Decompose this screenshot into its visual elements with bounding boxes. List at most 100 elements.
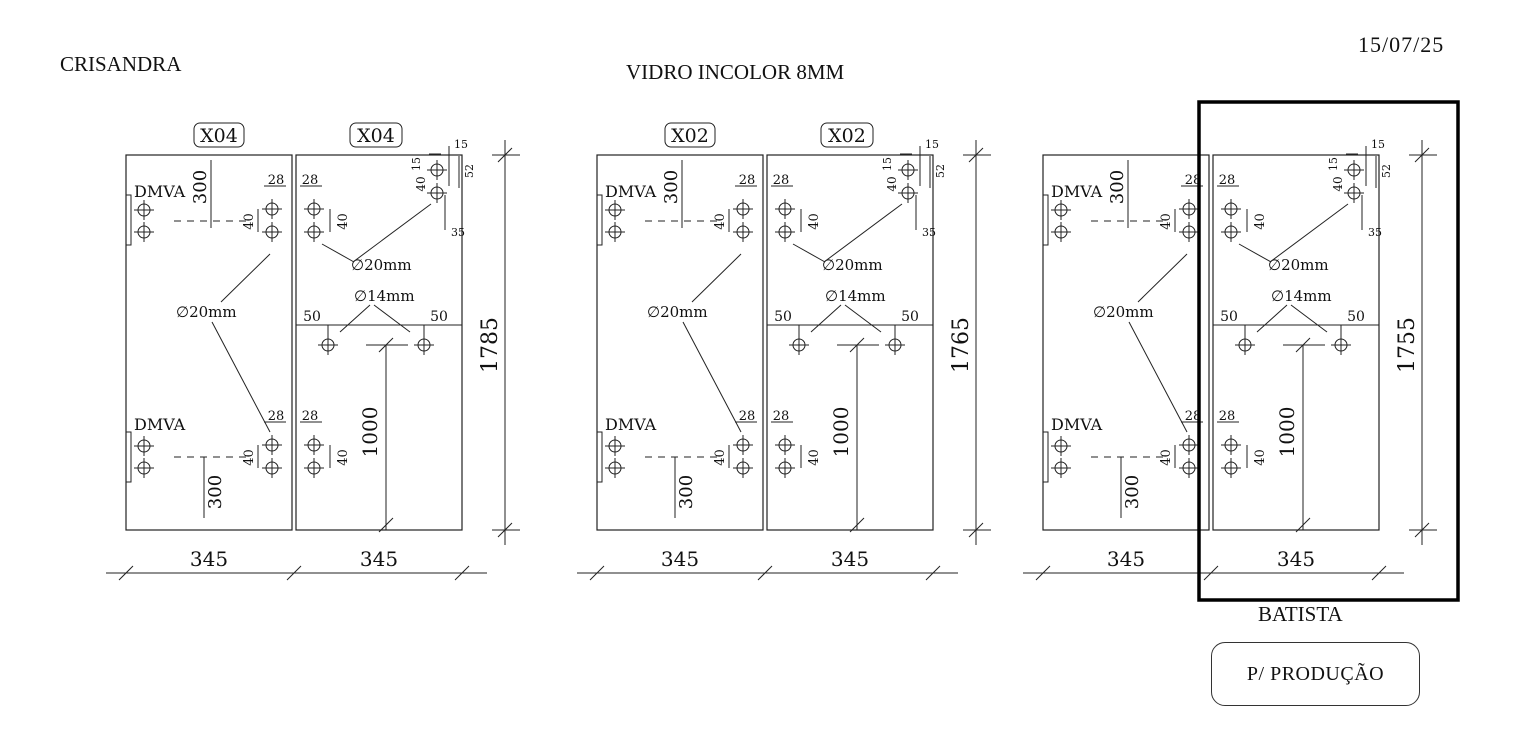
hole-diameter-right: ∅20mm xyxy=(822,256,883,274)
leader-line xyxy=(1256,304,1288,333)
dimension-tick xyxy=(849,517,865,533)
leader-line xyxy=(1290,304,1328,333)
leader-line xyxy=(1137,253,1188,303)
dimension-tick xyxy=(497,147,513,163)
hole-pitch-right: 40 xyxy=(1253,213,1268,230)
handle-offset-right: 50 xyxy=(901,309,919,325)
corner-pitch: 40 xyxy=(414,176,428,191)
hole-diameter-right: ∅20mm xyxy=(351,256,412,274)
handle-height: 1000 xyxy=(358,407,382,458)
right-width-label: 345 xyxy=(360,547,398,571)
leader-line xyxy=(810,304,842,333)
dimension-tick xyxy=(968,522,984,538)
hole-pitch-left: 40 xyxy=(1159,449,1174,466)
hole-pitch-left: 40 xyxy=(242,449,257,466)
hinge-notch xyxy=(1043,431,1049,483)
hole-edge-left: 28 xyxy=(268,173,285,188)
dimension-tick xyxy=(378,517,394,533)
handle-offset-right: 50 xyxy=(430,309,448,325)
hinge-offset-bottom: 300 xyxy=(205,475,226,509)
hole-edge-left: 28 xyxy=(268,409,285,424)
handle-height: 1000 xyxy=(1275,407,1299,458)
left-panel xyxy=(596,154,764,531)
corner-top: 15 xyxy=(925,138,939,151)
corner-depth: 35 xyxy=(1368,226,1382,239)
dimension-tick xyxy=(757,565,773,581)
hinge-notch xyxy=(1043,194,1049,246)
leader-line xyxy=(682,321,742,433)
corner-side: 15 xyxy=(1327,157,1340,171)
right-panel xyxy=(295,154,463,531)
left-panel xyxy=(125,154,293,531)
hinge-notch xyxy=(126,431,132,483)
hole-edge-right: 28 xyxy=(773,173,790,188)
hinge-offset-bottom: 300 xyxy=(676,475,697,509)
dimension-tick xyxy=(286,565,302,581)
left-width-label: 345 xyxy=(661,547,699,571)
hole-pitch-left: 40 xyxy=(242,213,257,230)
dimension-tick xyxy=(1203,565,1219,581)
hinge-label-top: DMVA xyxy=(605,182,657,201)
dimension-tick xyxy=(454,565,470,581)
hinge-notch xyxy=(597,194,603,246)
corner-depth: 35 xyxy=(451,226,465,239)
hole-pitch-right: 40 xyxy=(336,449,351,466)
hinge-offset-top: 300 xyxy=(661,170,682,204)
dimension-tick xyxy=(589,565,605,581)
hole-pitch-right: 40 xyxy=(807,449,822,466)
hole-pitch-left: 40 xyxy=(713,449,728,466)
leader-line xyxy=(339,304,371,333)
handle-diameter: ∅14mm xyxy=(825,287,886,305)
dimension-tick xyxy=(1295,337,1311,353)
corner-width: 52 xyxy=(1380,164,1393,178)
hole-pitch-right: 40 xyxy=(807,213,822,230)
corner-side: 15 xyxy=(410,157,423,171)
left-qty-label: X02 xyxy=(671,125,709,147)
hinge-label-bottom: DMVA xyxy=(1051,415,1103,434)
left-qty-box xyxy=(193,122,245,148)
leader-line xyxy=(844,304,882,333)
leader-line xyxy=(1128,321,1188,433)
client-name: CRISANDRA xyxy=(60,52,182,76)
hinge-offset-top: 300 xyxy=(190,170,211,204)
right-width-label: 345 xyxy=(831,547,869,571)
corner-width: 52 xyxy=(463,164,476,178)
left-panel xyxy=(1042,154,1210,531)
right-panel xyxy=(1212,154,1380,531)
corner-pitch: 40 xyxy=(885,176,899,191)
hole-edge-left: 28 xyxy=(1185,409,1202,424)
hinge-offset-top: 300 xyxy=(1107,170,1128,204)
left-qty-label: X04 xyxy=(200,125,238,147)
corner-pitch: 40 xyxy=(1331,176,1345,191)
hole-diameter-left: ∅20mm xyxy=(1093,303,1154,321)
hinge-label-bottom: DMVA xyxy=(134,415,186,434)
status-badge[interactable]: P/ PRODUÇÃO xyxy=(1211,642,1420,706)
hole-pitch-left: 40 xyxy=(713,213,728,230)
right-panel xyxy=(766,154,934,531)
leader-line xyxy=(1238,243,1272,263)
left-width-label: 345 xyxy=(1107,547,1145,571)
hinge-label-bottom: DMVA xyxy=(605,415,657,434)
hole-edge-left: 28 xyxy=(739,409,756,424)
height-label: 1785 xyxy=(478,317,503,373)
hole-edge-right: 28 xyxy=(1219,409,1236,424)
leader-line xyxy=(373,304,411,333)
hole-edge-left: 28 xyxy=(739,173,756,188)
corner-top: 15 xyxy=(454,138,468,151)
hinge-notch xyxy=(126,194,132,246)
leader-line xyxy=(352,203,432,263)
dimension-tick xyxy=(1295,517,1311,533)
height-label: 1765 xyxy=(949,317,974,373)
date-label: 15/07/25 xyxy=(1358,32,1445,57)
hole-pitch-left: 40 xyxy=(1159,213,1174,230)
leader-line xyxy=(823,203,903,263)
dimension-tick xyxy=(925,565,941,581)
material-title: VIDRO INCOLOR 8MM xyxy=(626,60,845,84)
right-qty-box xyxy=(820,122,874,148)
hinge-label-top: DMVA xyxy=(134,182,186,201)
right-qty-label: X02 xyxy=(828,125,866,147)
hinge-label-top: DMVA xyxy=(1051,182,1103,201)
